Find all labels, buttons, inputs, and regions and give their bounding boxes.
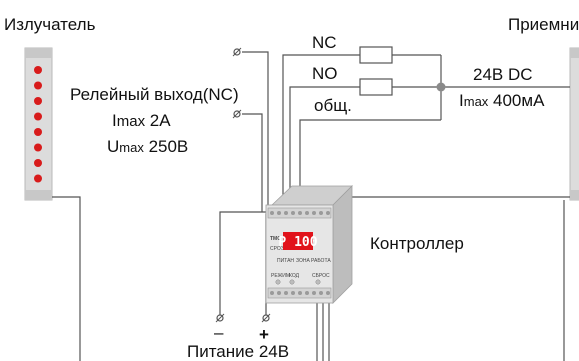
emitter-wire bbox=[52, 196, 81, 361]
button-label-3: СБРОС bbox=[312, 273, 330, 279]
emitter-led bbox=[34, 128, 42, 136]
mode-button[interactable] bbox=[275, 279, 281, 285]
receiver-wire bbox=[329, 196, 570, 212]
terminal-screws-top bbox=[270, 211, 330, 215]
terminal-screw bbox=[305, 211, 309, 215]
nc-label: NC bbox=[312, 33, 337, 52]
relay-umax: Umax 250B bbox=[107, 137, 188, 156]
device-display bbox=[283, 232, 313, 250]
emitter-led bbox=[34, 97, 42, 105]
terminal-screw bbox=[312, 211, 316, 215]
junction-dot bbox=[436, 82, 446, 92]
no-wire bbox=[289, 86, 360, 212]
terminal-screw bbox=[312, 291, 316, 295]
terminal-screw bbox=[270, 211, 274, 215]
emitter-led bbox=[34, 81, 42, 90]
common-wire bbox=[299, 119, 441, 212]
indicator-label-1: ПИТАН bbox=[277, 258, 294, 264]
terminal-screw bbox=[291, 211, 295, 215]
terminal-screw bbox=[284, 211, 288, 215]
reset-button[interactable] bbox=[315, 279, 321, 285]
terminal-screw bbox=[298, 291, 302, 295]
no-label: NO bbox=[312, 64, 338, 83]
controller-label: Контроллер bbox=[370, 234, 464, 253]
power-plus-label: + bbox=[259, 325, 269, 344]
common-label: общ. bbox=[314, 96, 352, 115]
emitter-led-column bbox=[34, 66, 42, 183]
emitter-led bbox=[34, 66, 42, 74]
device-model: СРОЭТ bbox=[270, 246, 287, 252]
terminal-screw bbox=[319, 291, 323, 295]
terminal-screw bbox=[270, 291, 274, 295]
relay-terminal-2 bbox=[232, 109, 242, 119]
terminal-screw bbox=[277, 291, 281, 295]
indicator-label-2: ЗОНА bbox=[296, 258, 310, 264]
display-value: P 100 bbox=[278, 235, 317, 250]
relay-wire-1 bbox=[242, 51, 269, 212]
button-label-1: РЕЖИМ bbox=[271, 273, 290, 279]
power-minus-label: – bbox=[214, 323, 224, 342]
terminal-screws-bottom bbox=[270, 291, 330, 295]
emitter-led bbox=[34, 112, 42, 121]
power-terminal-plus bbox=[261, 313, 271, 323]
terminal-screw bbox=[305, 291, 309, 295]
emitter-label: Излучатель bbox=[4, 15, 96, 34]
nc-wire bbox=[282, 54, 360, 212]
receiver-imax: Imax 400мА bbox=[459, 91, 545, 110]
receiver-label: Приемни bbox=[508, 15, 579, 34]
emitter-led bbox=[34, 174, 42, 183]
indicator-label-3: РАБОТА bbox=[311, 258, 331, 264]
terminal-screw bbox=[277, 211, 281, 215]
terminal-screw bbox=[326, 291, 330, 295]
emitter-bar bbox=[24, 47, 53, 201]
receiver-bar bbox=[569, 47, 579, 201]
power-terminal-minus bbox=[215, 313, 225, 323]
device-brand: ТМО bbox=[270, 236, 281, 242]
terminal-screw bbox=[319, 211, 323, 215]
resistor-no bbox=[359, 78, 393, 96]
resistor-nc bbox=[359, 46, 393, 64]
terminal-screw bbox=[326, 211, 330, 215]
terminal-screw bbox=[291, 291, 295, 295]
power-label: Питание 24В bbox=[187, 342, 289, 361]
emitter-led bbox=[34, 143, 42, 152]
controller-device: ТМО СРОЭТ P 100 ПИТАН ЗОНА РАБОТА РЕЖИМ … bbox=[265, 185, 353, 304]
emitter-led bbox=[34, 159, 42, 167]
wires bbox=[52, 51, 570, 361]
relay-terminal-1 bbox=[232, 47, 242, 57]
relay-output-label: Релейный выход(NC) bbox=[70, 85, 239, 104]
button-label-2: КОД bbox=[289, 273, 300, 279]
relay-wire-2 bbox=[242, 113, 263, 212]
relay-imax: Imax 2A bbox=[112, 111, 171, 130]
terminal-screw bbox=[298, 211, 302, 215]
terminal-screw bbox=[284, 291, 288, 295]
dc-label: 24B DC bbox=[473, 65, 533, 84]
power-minus-wire bbox=[219, 211, 276, 318]
code-button[interactable] bbox=[289, 279, 295, 285]
